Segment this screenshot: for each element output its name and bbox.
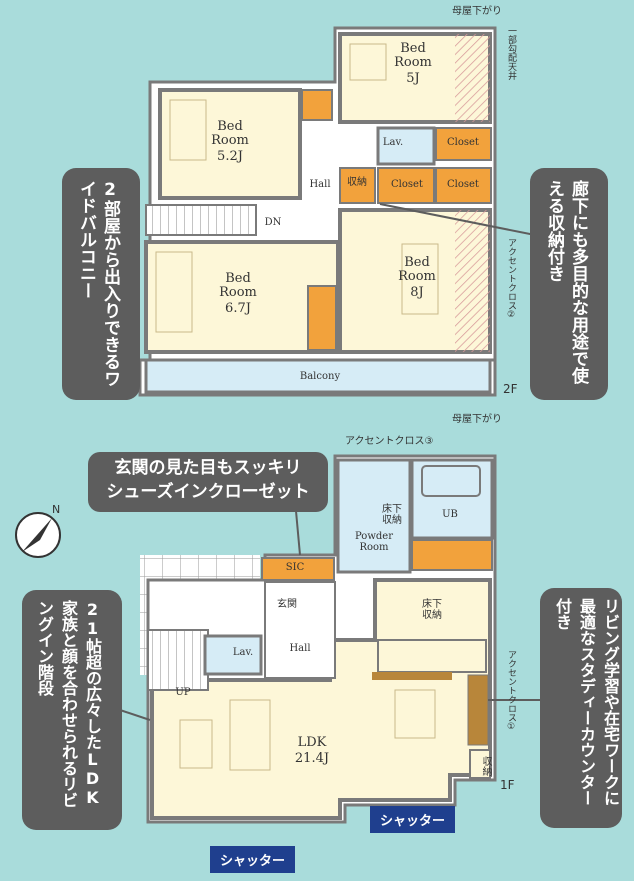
storage-2f	[339, 167, 376, 204]
accent-cross-1: アクセントクロス①	[506, 650, 516, 732]
compass	[15, 512, 61, 558]
storage-2f-label: 収納	[347, 177, 367, 188]
lav-1f-label: Lav.	[232, 647, 254, 658]
shutter-badge-2: シャッター	[210, 846, 296, 873]
table-dining	[394, 689, 436, 739]
hatch-top	[455, 34, 490, 122]
closet-67	[307, 285, 337, 351]
bed-8-label: Bed Room	[398, 255, 436, 284]
ldk-callout-text: 21帖超の広々したLDK家族と顔を合わせられるリビングイン階段	[35, 600, 102, 808]
ldk-callout	[22, 590, 122, 830]
up-label: UP	[175, 687, 191, 698]
bed-furniture-1	[169, 99, 207, 161]
shoe-closet	[261, 557, 335, 581]
bed-furniture-2	[349, 43, 387, 81]
bed-52-label: Bed Room	[211, 119, 249, 148]
balcony	[144, 358, 492, 394]
storage-ldk-label: 収納	[480, 756, 491, 776]
roof-note-bottom: 母屋下がり	[452, 414, 502, 425]
roof-note-top: 母屋下がり	[452, 6, 502, 17]
balcony-callout-text: 2部屋から出入りできるワイドバルコニー	[76, 180, 120, 387]
accent-cross-3: アクセントクロス③	[345, 436, 434, 447]
kitchen-counter	[377, 639, 487, 673]
storage-orange-1f	[411, 539, 493, 571]
kitchen-bar	[372, 672, 452, 680]
lav-2f-label: Lav.	[382, 137, 404, 148]
genkan-label: 玄関	[277, 599, 297, 610]
closet-row-3	[435, 167, 492, 204]
study-callout-text: リビング学習や在宅ワークに最適なスタディーカウンター付き	[553, 598, 620, 806]
floor-2f	[138, 26, 541, 397]
closet-small	[301, 89, 333, 121]
storage-ldk	[469, 749, 491, 779]
stairs-2f	[145, 204, 257, 236]
compass-n-label: N	[52, 503, 61, 516]
balcony-callout	[62, 168, 140, 400]
tub	[421, 465, 481, 497]
room-bed-67	[144, 240, 340, 354]
accent-cross-2: アクセントクロス②	[506, 238, 516, 320]
shutter-badge-1: シャッター	[370, 806, 456, 833]
sofa	[229, 699, 271, 771]
entrance-hall	[264, 581, 336, 679]
bed-52-size: 5.2J	[217, 149, 243, 164]
lav-2f	[376, 126, 436, 166]
ldk-size: 21.4J	[294, 751, 330, 766]
hatch-bottom	[455, 210, 490, 352]
underfloor-storage-1: 床下 収納	[382, 504, 402, 526]
compass-needle	[22, 518, 52, 552]
closet-label-3: Closet	[447, 179, 479, 190]
bed-67-size: 6.7J	[225, 301, 251, 316]
ceiling-note: 一部勾配天井	[506, 26, 516, 80]
bed-furniture-3	[155, 251, 193, 333]
closet-label-1: Closet	[447, 137, 479, 148]
bed-furniture-4	[401, 243, 439, 315]
room-bed-52	[158, 88, 302, 200]
stairs-1f	[147, 629, 209, 691]
callout-pointer-ldk	[119, 709, 151, 721]
lav-1f	[203, 634, 263, 676]
sic-label: SIC	[285, 562, 305, 573]
floor-1f	[119, 454, 540, 824]
floor-1f-label: 1F	[500, 778, 515, 792]
callout-pointer-2f	[379, 203, 541, 237]
floor-2f-label: 2F	[503, 382, 518, 396]
ldk-label: LDK	[297, 735, 327, 750]
bed-5-label: Bed Room	[394, 41, 432, 70]
storage-callout-text: 廊下にも多目的な用途で使える収納付き	[544, 180, 588, 384]
bed-5-size: 5J	[406, 71, 420, 86]
powder-room	[336, 458, 412, 574]
bathroom-ub	[410, 458, 494, 540]
hall-2f-label: Hall	[309, 179, 331, 190]
study-counter	[467, 674, 489, 746]
closet-row-1	[435, 127, 492, 161]
dn-label: DN	[264, 217, 282, 228]
study-callout	[540, 588, 622, 828]
closet-label-2: Closet	[391, 179, 423, 190]
powder-room-label: Powder Room	[354, 531, 393, 553]
storage-callout	[530, 168, 608, 400]
hall-1f-label: Hall	[289, 643, 311, 654]
table-living	[179, 719, 213, 769]
underfloor-storage-2: 床下 収納	[422, 599, 442, 621]
balcony-label: Balcony	[299, 371, 341, 382]
bed-8-size: 8J	[410, 285, 424, 300]
entrance-callout: 玄関の見た目もスッキリ シューズインクローゼット	[88, 452, 328, 512]
closet-row-2	[377, 167, 435, 204]
ub-label: UB	[442, 509, 458, 520]
bed-67-label: Bed Room	[219, 271, 257, 300]
